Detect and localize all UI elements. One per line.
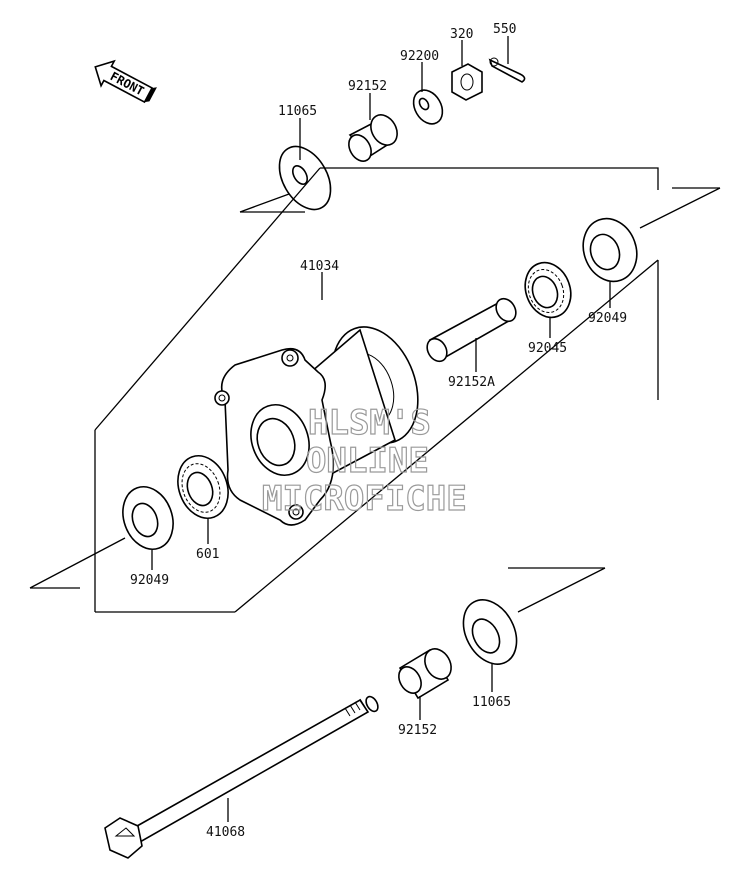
label-601: 601 [196,547,219,562]
label-92200: 92200 [400,49,439,64]
label-550: 550 [493,22,516,37]
axis-line-bottom [517,567,606,613]
washer-11065-top [278,145,332,211]
front-arrow-icon: FRONT [94,59,157,104]
label-92152A: 92152A [448,375,495,390]
front-arrow-label: FRONT [108,69,146,98]
collar-92152-bottom [398,648,452,700]
label-92049-right: 92049 [588,311,627,326]
label-320: 320 [450,27,473,42]
bearing-601 [177,455,229,519]
axis-line-left [29,537,126,589]
hub-frame-top [320,167,659,190]
hub-41034 [214,326,419,526]
oil-seal-92049-left [122,486,174,550]
collar-92152-top [348,114,398,162]
hub-frame-diag-bottom [234,259,659,613]
watermark-line3: MICROFICHE [262,479,467,519]
watermark-line1: HLSM'S [308,403,431,443]
label-11065-bottom: 11065 [472,695,511,710]
bearing-92045 [524,261,572,319]
watermark-line2: ONLINE [306,441,429,481]
label-92045: 92045 [528,341,567,356]
cotter-pin-550 [488,57,526,83]
label-92152-top: 92152 [348,79,387,94]
label-11065-top: 11065 [278,104,317,119]
spacer-92152A [426,297,517,363]
label-92049-left: 92049 [130,573,169,588]
axis-line-right [639,187,721,229]
label-41034: 41034 [300,259,339,274]
washer-11065-bottom [462,599,518,665]
hub-frame-diag-left [94,167,321,431]
label-41068: 41068 [206,825,245,840]
label-92152-bottom: 92152 [398,723,437,738]
washer-92200 [412,89,444,125]
oil-seal-92049-right [582,217,638,283]
axle-41068 [104,695,379,859]
nut-320 [451,63,483,101]
